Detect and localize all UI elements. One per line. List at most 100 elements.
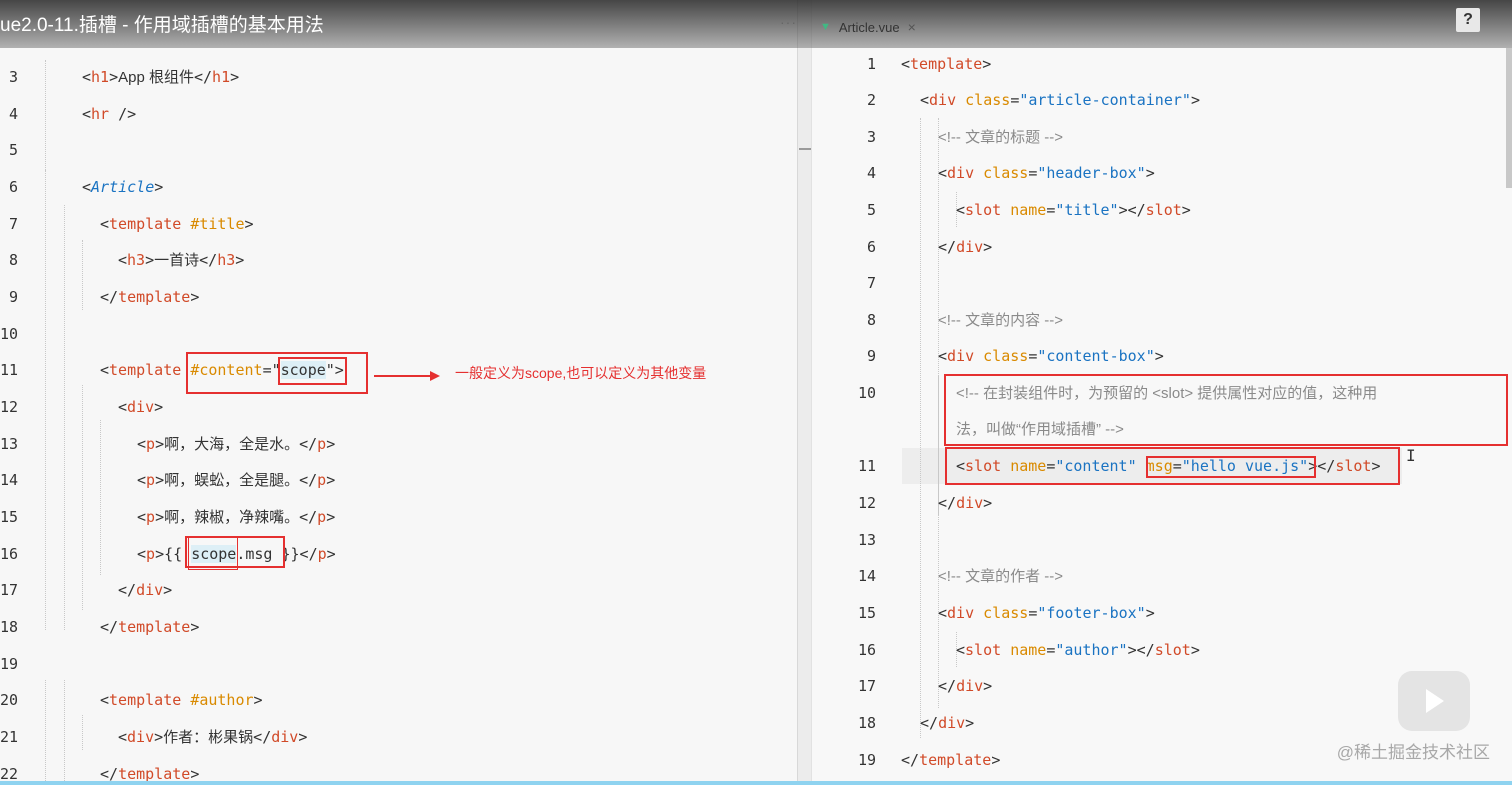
vertical-scrollbar[interactable] (1506, 48, 1512, 188)
scope-reference: scope (191, 545, 237, 563)
line-number: 7 (8, 215, 18, 233)
code-text: App 根组件 (118, 69, 194, 86)
code-line[interactable]: <slot name="content" msg="hello vue.js">… (956, 457, 1381, 475)
component-name: Article (91, 178, 155, 196)
video-title: ue2.0-11.插槽 - 作用域插槽的基本用法 (0, 15, 324, 36)
indent-guide (45, 170, 46, 630)
code-line[interactable]: <!-- 文章的内容 --> (938, 302, 1063, 338)
line-number: 10 (857, 384, 876, 402)
more-actions-icon[interactable]: ··· (780, 14, 797, 30)
indent-guide (45, 60, 46, 170)
line-number: 19 (0, 655, 18, 673)
code-line[interactable]: <p>啊，辣椒，净辣嘴。</p> (137, 508, 336, 526)
code-comment: <!-- 文章的作者 --> (938, 568, 1064, 585)
code-line[interactable]: <p>啊，大海，全是水。</p> (137, 435, 336, 453)
slot-directive: #content (190, 361, 263, 379)
tab-label: Article.vue (838, 19, 900, 35)
code-line[interactable]: </template> (100, 618, 200, 636)
code-line[interactable]: </template> (901, 751, 1001, 769)
left-editor-pane[interactable]: 3 4 5 6 7 8 9 10 11 12 13 14 15 16 17 18… (0, 0, 797, 785)
split-divider[interactable] (797, 0, 812, 785)
code-line[interactable]: <p>{{ scope.msg }}</p> (137, 545, 336, 563)
slot-directive: #author (190, 691, 254, 709)
attr-value: "title" (1055, 201, 1119, 219)
code-line[interactable]: <div class="content-box"> (938, 347, 1164, 365)
line-number: 16 (0, 545, 18, 563)
line-number: 11 (857, 457, 876, 475)
code-line[interactable]: <p>啊，蜈蚣，全是腿。</p> (137, 471, 336, 489)
indent-guide (45, 680, 46, 785)
code-text: 一首诗 (154, 252, 200, 269)
annotation-box-scope (278, 357, 347, 385)
annotation-box-msg-attr (1146, 456, 1316, 478)
help-button[interactable]: ? (1456, 8, 1480, 32)
code-line[interactable]: <div class="footer-box"> (938, 604, 1155, 622)
line-number: 13 (0, 435, 18, 453)
code-line[interactable]: </div> (938, 677, 993, 695)
code-line[interactable]: <!-- 文章的标题 --> (938, 119, 1063, 155)
annotation-box-content-slot (186, 352, 368, 394)
code-line[interactable]: <h1>App 根组件</h1> (82, 68, 240, 86)
code-line[interactable]: 法，叫做“作用域插槽” --> (956, 411, 1124, 447)
code-line[interactable]: </template> (100, 288, 200, 306)
line-number: 11 (0, 361, 18, 379)
code-comment: 法，叫做“作用域插槽” --> (956, 421, 1124, 438)
code-line[interactable]: <slot name="title"></slot> (956, 201, 1191, 219)
code-line[interactable]: <div> (118, 398, 164, 416)
indent-guide (82, 385, 83, 610)
code-line[interactable]: </div> (920, 714, 975, 732)
line-number: 20 (0, 691, 18, 709)
right-editor-pane[interactable]: 1 2 3 4 5 6 7 8 9 10 11 12 13 14 15 16 1… (812, 0, 1512, 785)
code-comment: <!-- 文章的内容 --> (938, 312, 1064, 329)
code-line[interactable]: <template #title> (100, 215, 254, 233)
indent-guide (100, 420, 101, 575)
code-line[interactable]: <div class="header-box"> (938, 164, 1155, 182)
line-number: 12 (857, 494, 876, 512)
line-number: 14 (857, 567, 876, 585)
code-line[interactable]: </template> (100, 765, 200, 783)
line-number: 1 (866, 55, 876, 73)
code-line[interactable]: <!-- 文章的作者 --> (938, 558, 1063, 594)
bilibili-logo-icon (1398, 671, 1470, 731)
annotation-box-comment (944, 374, 1508, 446)
code-line[interactable]: </div> (938, 494, 993, 512)
indent-guide (64, 680, 65, 785)
code-line[interactable]: <div>作者：彬果锅</div> (118, 728, 308, 746)
indent-guide (920, 118, 921, 738)
code-text: 啊，蜈蚣，全是腿。 (164, 472, 300, 489)
line-number: 3 (866, 128, 876, 146)
code-line[interactable]: <hr /> (82, 105, 137, 123)
annotation-box-slot-line (945, 447, 1400, 485)
line-number: 13 (857, 531, 876, 549)
text-cursor-icon: I (1406, 446, 1416, 465)
code-line[interactable]: <slot name="author"></slot> (956, 641, 1200, 659)
indent-guide (956, 632, 957, 667)
line-number: 17 (0, 581, 18, 599)
code-line[interactable]: <h3>一首诗</h3> (118, 251, 245, 269)
line-number: 12 (0, 398, 18, 416)
line-number: 4 (866, 164, 876, 182)
slot-directive: #title (190, 215, 245, 233)
line-number: 18 (857, 714, 876, 732)
code-line[interactable]: <template #content="scope"> (100, 361, 344, 379)
indent-guide (956, 192, 957, 227)
code-text: 作者：彬果锅 (163, 729, 254, 746)
code-line[interactable]: </div> (118, 581, 173, 599)
play-icon (1426, 689, 1444, 713)
code-line[interactable]: </div> (938, 238, 993, 256)
code-line[interactable]: <!-- 在封装组件时，为预留的 <slot> 提供属性对应的值，这种用 (956, 375, 1377, 411)
code-line[interactable]: <template> (901, 55, 992, 73)
vue-file-icon: ▼ (820, 21, 831, 33)
line-number: 22 (0, 765, 18, 783)
scope-variable: scope (280, 361, 326, 379)
progress-bar[interactable] (0, 781, 1512, 785)
line-number: 19 (857, 751, 876, 769)
code-line[interactable]: <Article> (82, 178, 164, 196)
code-line[interactable]: <div class="article-container"> (920, 91, 1200, 109)
line-number: 2 (866, 91, 876, 109)
close-icon[interactable]: × (907, 19, 916, 35)
line-number: 8 (866, 311, 876, 329)
attr-value: "content-box" (1037, 347, 1155, 365)
tab-article-vue[interactable]: ▼ Article.vue × (820, 14, 916, 40)
code-line[interactable]: <template #author> (100, 691, 263, 709)
